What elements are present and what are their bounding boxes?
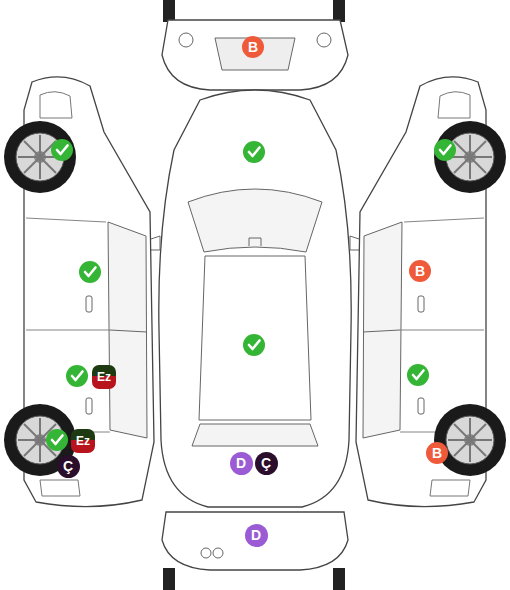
dent-marker: Ez — [92, 365, 116, 389]
painted-marker: B — [242, 36, 264, 58]
scratch-marker: Ç — [57, 455, 80, 478]
dent-marker: Ez — [71, 429, 95, 453]
scratch-marker: Ç — [255, 452, 278, 475]
marker-code: B — [248, 40, 258, 54]
marker-code: Ez — [97, 371, 111, 383]
marker-code: B — [415, 264, 425, 278]
replaced-marker: D — [230, 452, 253, 475]
painted-marker: B — [409, 260, 431, 282]
marker-code: D — [236, 456, 246, 470]
marker-code: Ez — [76, 435, 90, 447]
marker-code: B — [432, 446, 442, 460]
marker-code: Ç — [261, 456, 271, 470]
marker-code: Ç — [63, 459, 73, 473]
painted-marker: B — [426, 442, 448, 464]
replaced-marker: D — [245, 524, 268, 547]
marker-code: D — [251, 528, 261, 542]
